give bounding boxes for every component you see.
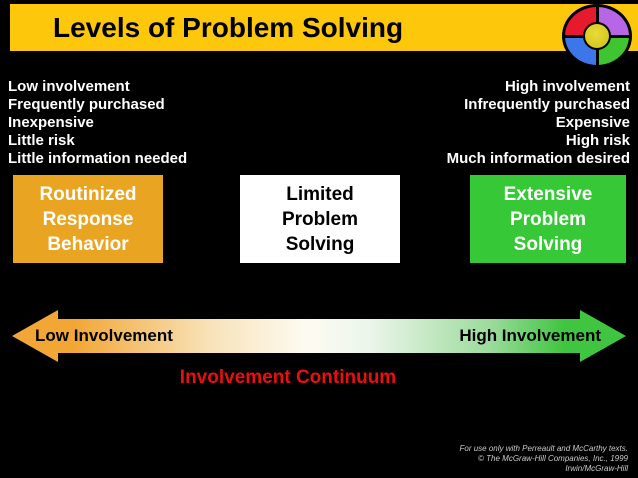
list-item: High risk xyxy=(565,132,630,149)
copyright-footer: For use only with Perreault and McCarthy… xyxy=(459,444,628,474)
double-arrow-icon xyxy=(12,310,626,362)
extensive-problem-solving-box: Extensive Problem Solving xyxy=(470,175,626,263)
list-item: Frequently purchased xyxy=(8,96,165,113)
list-item: Little information needed xyxy=(8,150,188,167)
footer-line: Irwin/McGraw-Hill xyxy=(565,464,628,473)
involvement-continuum-caption: Involvement Continuum xyxy=(179,367,397,388)
list-item: Inexpensive xyxy=(8,114,94,131)
list-item: Infrequently purchased xyxy=(464,96,630,113)
low-involvement-attribute-list: Low involvement Frequently purchased Ine… xyxy=(8,78,187,168)
limited-problem-solving-box: Limited Problem Solving xyxy=(240,175,400,263)
routinized-response-behavior-box: Routinized Response Behavior xyxy=(13,175,163,263)
high-involvement-label: High Involvement xyxy=(459,326,601,345)
footer-line: For use only with Perreault and McCarthy… xyxy=(459,444,628,453)
logo-center-hub xyxy=(583,22,611,50)
list-item: High involvement xyxy=(504,78,630,95)
footer-line: © The McGraw-Hill Companies, Inc., 1999 xyxy=(478,454,628,463)
list-item: Low involvement xyxy=(8,78,130,95)
involvement-continuum-arrow: Low Involvement High Involvement xyxy=(0,309,638,363)
list-item: Little risk xyxy=(8,132,75,149)
list-item: Expensive xyxy=(555,114,630,131)
page-title: Levels of Problem Solving xyxy=(53,11,404,43)
title-bar: Levels of Problem Solving xyxy=(10,4,638,51)
high-involvement-attribute-list: High involvement Infrequently purchased … xyxy=(447,78,630,168)
four-color-wheel-logo-icon xyxy=(562,4,632,68)
low-involvement-label: Low Involvement xyxy=(35,326,173,345)
list-item: Much information desired xyxy=(446,150,630,167)
